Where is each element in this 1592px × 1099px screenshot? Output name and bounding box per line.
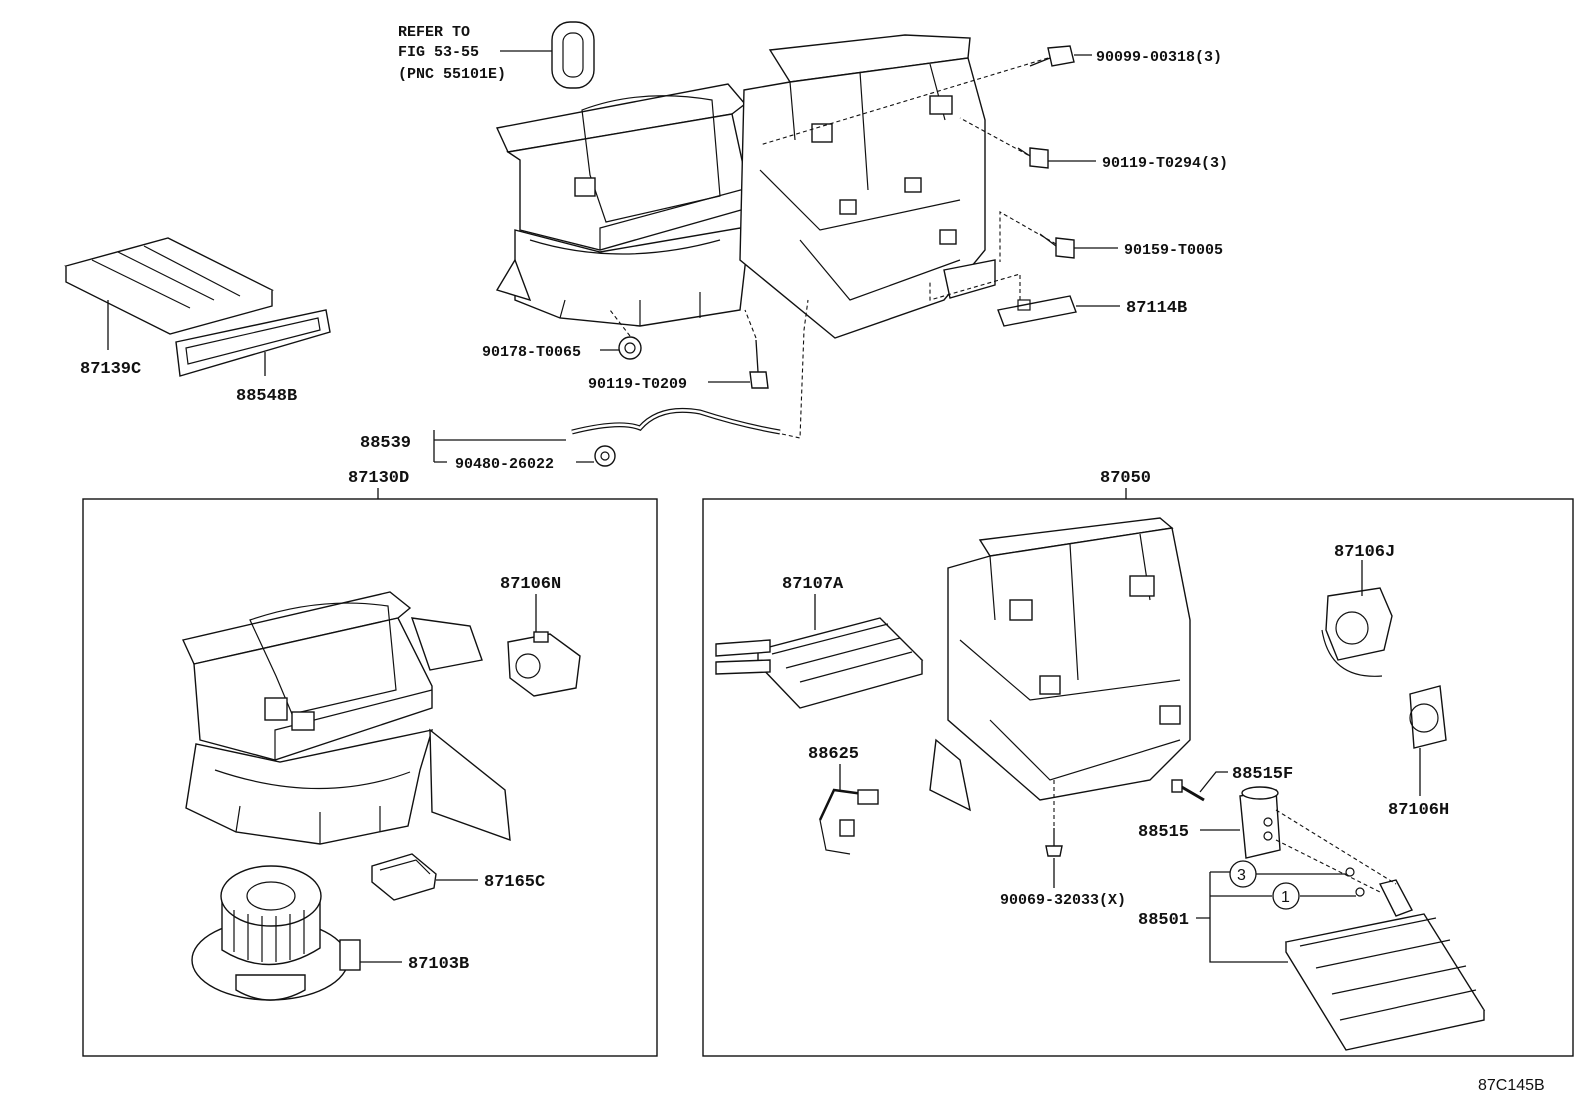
- refer-note-line2: FIG 53-55: [398, 44, 479, 61]
- label-hose-grommet: 90480-26022: [455, 456, 554, 473]
- heater-housing-drawing: [929, 517, 1191, 812]
- label-evaporator: 88501: [1138, 911, 1189, 930]
- hvac-assembly-drawing: [495, 34, 996, 339]
- label-hose: 88539: [360, 434, 411, 453]
- diagram-code: 87C145B: [1478, 1077, 1545, 1094]
- bracket-dash: [929, 273, 1021, 301]
- label-grommet-1: 90178-T0065: [482, 344, 581, 361]
- callout-3-text: 3: [1237, 867, 1246, 884]
- label-bolt-1: 90099-00318(3): [1096, 49, 1222, 66]
- heater-assy-box: [702, 498, 1574, 1057]
- bracket-87114b-part: [997, 295, 1077, 327]
- label-filter-cover: 88548B: [236, 387, 297, 406]
- grommet-90178-part: [618, 336, 642, 360]
- label-heater-assy: 87050: [1100, 469, 1151, 488]
- resistor-87165c-part: [371, 853, 437, 901]
- bolt-4-dash: [744, 309, 757, 339]
- blower-motor-87103b-part: [191, 865, 361, 1001]
- label-blower-assy: 87130D: [348, 469, 409, 488]
- hose-bracket: [433, 430, 566, 463]
- refer-grommet-part: [551, 21, 595, 89]
- screw-90069-part: [1045, 828, 1063, 857]
- refer-note-line1: REFER TO: [398, 24, 470, 41]
- expansion-valve-88515-part: [1239, 786, 1281, 859]
- label-bolt-3: 90159-T0005: [1124, 242, 1223, 259]
- bolt-90159-part: [1039, 233, 1075, 259]
- evap-dash-1: [1275, 809, 1397, 885]
- valve-bolt-leader: [1199, 771, 1228, 793]
- label-bolt-4: 90119-T0209: [588, 376, 687, 393]
- grommet-1-dash: [609, 309, 631, 337]
- servo-87106h-part: [1409, 685, 1447, 749]
- valve-bolt-88515f-part: [1171, 779, 1205, 802]
- bolt-90099-part: [1029, 45, 1075, 67]
- label-bracket: 87114B: [1126, 299, 1187, 318]
- drain-hose-88539-part: [571, 407, 781, 467]
- sensor-88625-part: [818, 788, 879, 855]
- bolt-3-dash: [999, 211, 1057, 262]
- callout-1-circle: [1272, 882, 1300, 910]
- blower-housing-drawing: [182, 591, 511, 845]
- label-filter: 87139C: [80, 360, 141, 379]
- label-heater-core: 87107A: [782, 575, 844, 594]
- bolt-90119-t0209-part: [749, 339, 769, 389]
- label-servo-j: 87106J: [1334, 543, 1395, 562]
- label-screw: 90069-32033(X): [1000, 892, 1126, 909]
- evaporator-bracket: [1196, 871, 1288, 963]
- servo-87106j-part: [1321, 587, 1393, 677]
- label-servo-n: 87106N: [500, 575, 561, 594]
- label-exp-valve: 88515: [1138, 823, 1189, 842]
- bolt-90119-t0294-part: [1017, 147, 1049, 169]
- servo-87106n-part: [507, 631, 581, 697]
- blower-assy-box: [82, 498, 658, 1057]
- refer-note-line3: (PNC 55101E): [398, 66, 506, 83]
- label-blower-motor: 87103B: [408, 955, 469, 974]
- label-sensor: 88625: [808, 745, 859, 764]
- air-filter-87139c-part: [64, 237, 274, 335]
- bolt-2-dash: [959, 117, 1029, 156]
- filter-cover-88548b-part: [175, 309, 331, 377]
- heater-core-87107a-part: [715, 617, 924, 709]
- label-valve-bolt: 88515F: [1232, 765, 1293, 784]
- label-bolt-2: 90119-T0294(3): [1102, 155, 1228, 172]
- evaporator-88501-part: [1284, 867, 1486, 1051]
- evap-dash-2: [1275, 839, 1381, 893]
- bolt-1-dash: [759, 57, 1049, 146]
- label-servo-h: 87106H: [1388, 801, 1449, 820]
- hose-dash: [781, 299, 809, 439]
- callout-1-text: 1: [1281, 889, 1290, 906]
- label-resistor: 87165C: [484, 873, 545, 892]
- callout-3-circle: [1229, 860, 1257, 888]
